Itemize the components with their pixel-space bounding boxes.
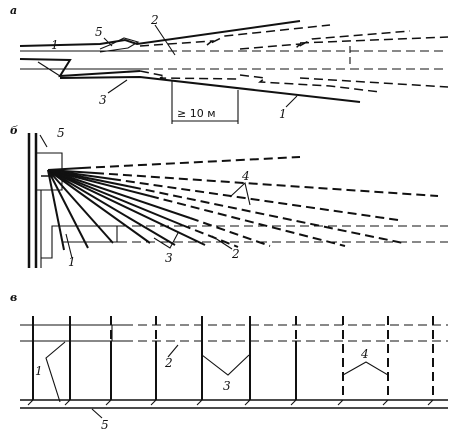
borehole-dashed [149,195,346,247]
foot [27,399,34,406]
borehole [47,169,89,249]
leader-4 [342,361,389,376]
leader-3 [201,354,250,376]
label-2: 2 [150,13,159,27]
label-5: 5 [101,418,109,432]
foot [382,399,389,406]
lower-dashed-1 [139,70,241,80]
borehole-dashed [131,186,404,244]
label-5: 5 [95,25,103,39]
borehole [47,169,176,246]
foot [337,399,344,406]
borehole-dashed [94,172,439,197]
vertical-boreholes [32,316,434,400]
label-1: 1 [68,255,76,269]
borehole [47,167,83,171]
foot [105,399,112,406]
foot [290,399,297,406]
label-1: 1 [51,38,59,52]
leader-1b [285,95,298,108]
borehole-wedge [19,58,141,78]
leader-3 [107,79,128,94]
foot [244,399,251,406]
borehole [47,169,65,251]
foot [196,399,203,406]
borehole-wedge-inner [37,61,61,77]
foot [427,399,434,406]
leader-2 [211,235,233,250]
dimension-label: ≥ 10 м [177,107,216,120]
label-3: 3 [165,251,173,265]
leader-1 [45,341,66,403]
upper-dashed-3 [299,36,449,44]
lower-contour [59,75,361,103]
borehole-fan [47,156,439,251]
panel-b: б [10,124,448,269]
upper-dashed-1 [139,24,331,47]
borehole-dashed [81,156,301,169]
borehole [47,169,206,246]
leader-5 [39,134,48,148]
borehole [47,169,191,219]
upper-dashed-2 [239,30,411,50]
label-5: 5 [57,126,65,140]
leader-5 [103,37,113,47]
borehole [47,169,183,226]
label-1: 1 [35,364,43,378]
lower-dashed-2 [239,74,381,93]
leader-2 [154,24,176,56]
label-2: 2 [231,247,240,261]
borehole [47,169,151,244]
borehole-dashed [111,178,399,221]
panel-c: в [10,291,448,432]
mouth-shape [99,37,140,53]
panel-a-letter: а [10,4,17,17]
borehole-dashed [181,224,239,248]
label-3: 3 [223,379,231,393]
label-1b: 1 [279,107,287,121]
borehole-dashed [189,217,271,247]
label-4: 4 [241,169,250,183]
foot [64,399,71,406]
leader-4 [229,181,251,206]
upper-contour [19,20,301,47]
chamber-step [41,225,62,259]
foot [150,399,157,406]
lower-dashed-3 [299,77,449,88]
label-2: 2 [164,356,173,370]
leader-3 [153,232,179,249]
label-3: 3 [99,93,107,107]
leader-2 [167,344,179,358]
leader-1 [65,233,73,259]
leader-5 [91,408,103,419]
label-4: 4 [360,347,369,361]
panel-c-letter: в [10,291,17,304]
borehole [47,169,114,244]
panel-b-letter: б [10,124,18,137]
panel-a: а ≥ 10 м 1 5 2 3 [10,4,449,124]
